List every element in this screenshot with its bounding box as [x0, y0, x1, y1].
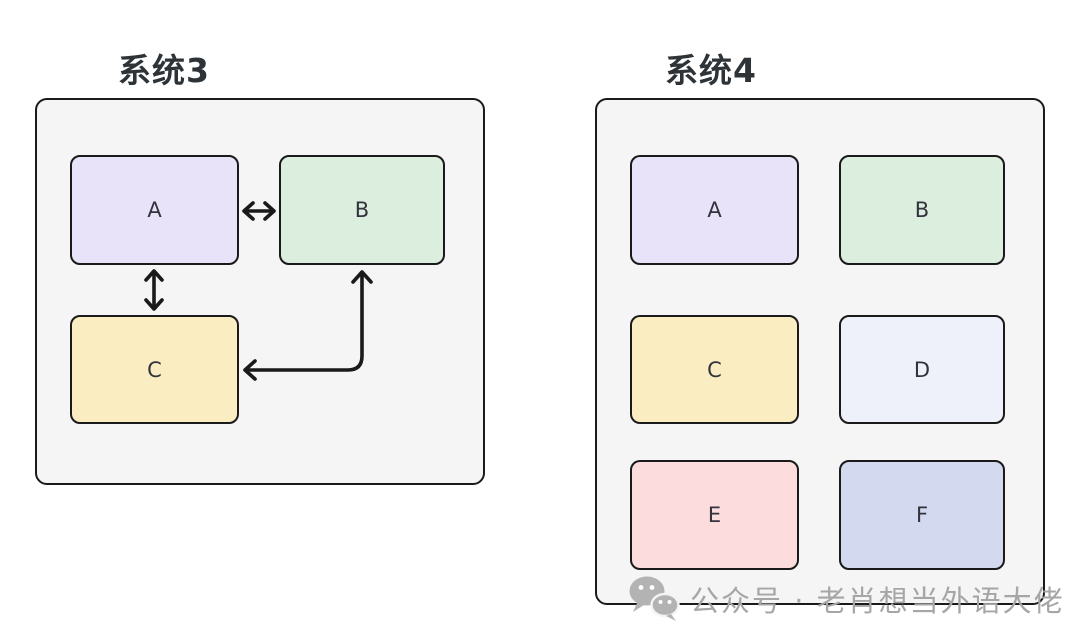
node-label: E: [707, 503, 722, 527]
system4-node-e: E: [630, 460, 799, 570]
node-label: A: [147, 198, 162, 222]
watermark-text: 公众号 · 老肖想当外语大佬: [690, 584, 1065, 618]
node-label: F: [915, 503, 929, 527]
system4-node-f: F: [839, 460, 1005, 570]
system4-node-c: C: [630, 315, 799, 424]
system4-panel: A B C D E F: [595, 98, 1045, 605]
node-label: C: [147, 357, 162, 382]
system4-node-a: A: [630, 155, 799, 265]
system3-node-b: B: [279, 155, 445, 265]
system3-panel: A B C: [35, 98, 485, 485]
system3-node-a: A: [70, 155, 239, 265]
connector-a-b-bidirectional: [242, 201, 276, 221]
connector-b-c-bidirectional: [243, 270, 373, 381]
node-label: D: [913, 357, 931, 382]
system3-title: 系统3: [118, 51, 210, 90]
system4-node-b: B: [839, 155, 1005, 265]
wechat-icon: [629, 576, 680, 621]
node-label: A: [707, 198, 722, 222]
node-label: B: [914, 198, 930, 222]
system3-node-c: C: [70, 315, 239, 424]
system4-node-d: D: [839, 315, 1005, 424]
watermark: 公众号 · 老肖想当外语大佬: [626, 574, 1065, 624]
system4-title: 系统4: [665, 51, 757, 90]
connector-a-c-bidirectional: [144, 269, 164, 311]
node-label: C: [707, 357, 722, 382]
node-label: B: [354, 198, 370, 222]
